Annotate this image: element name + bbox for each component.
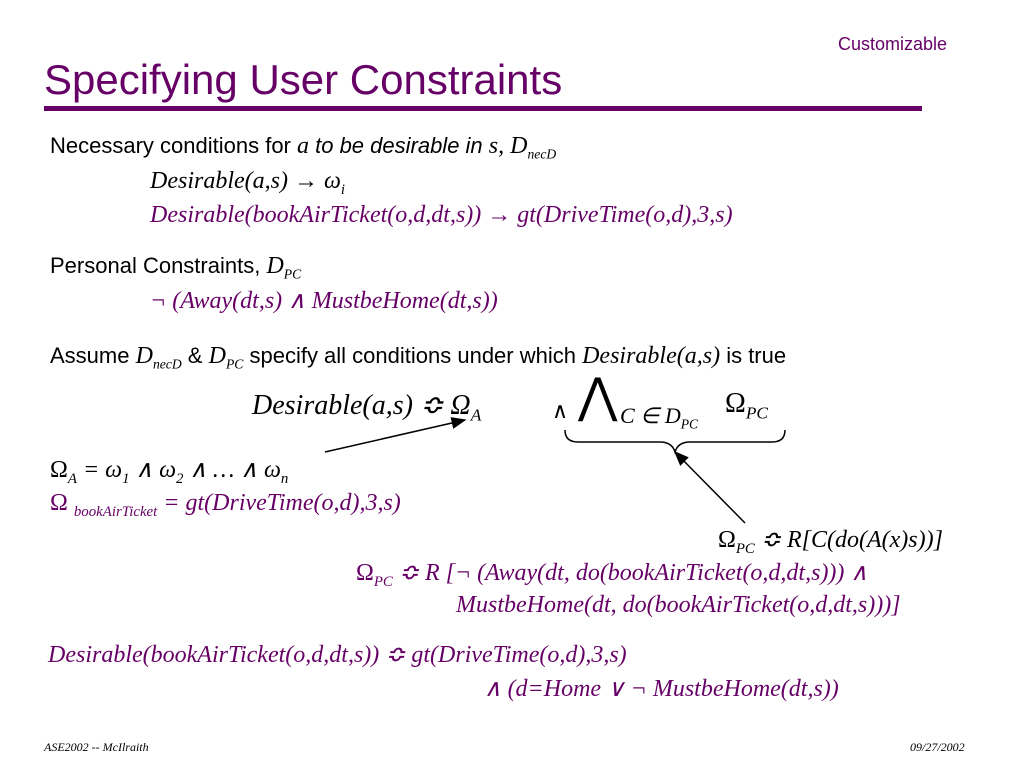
conjunction-brace (564, 429, 786, 455)
omega-book-air-ticket: Ω bookAirTicket = gt(DriveTime(o,d),3,s) (50, 490, 401, 520)
slide-title: Specifying User Constraints (44, 56, 563, 103)
personal-constraints-heading: Personal Constraints, DPC (50, 253, 302, 282)
desirable-definition-formula: Desirable(a,s) ≎ ΩA (252, 390, 482, 425)
customizable-tag: Customizable (838, 34, 948, 54)
assume-statement: Assume DnecD & DPC specify all condition… (50, 343, 787, 372)
footer-left: ASE2002 -- McIlraith (44, 740, 149, 754)
omega-pc: ΩPC (725, 388, 768, 423)
omega-pc-instance: ΩPC ≎ R [¬ (Away(dt, do(bookAirTicket(o,… (356, 560, 868, 590)
footer-right: 09/27/2002 (910, 740, 965, 754)
title-underline (44, 106, 922, 111)
big-and-symbol: ⋀ (578, 370, 618, 423)
and-symbol: ∧ (552, 398, 569, 423)
arrow-to-omega-a (324, 417, 467, 453)
personal-constraint-rule: ¬ (Away(dt,s) ∧ MustbeHome(dt,s)) (150, 288, 498, 314)
desirable-rule: Desirable(a,s) → ωi (150, 168, 346, 198)
conjunction-range: C ∈ DPC (620, 403, 699, 432)
arrow-to-brace (673, 450, 746, 524)
omega-a-definition: ΩA = ω1 ∧ ω2 ∧ … ∧ ωn (50, 457, 289, 487)
omega-pc-instance-cont: MustbeHome(dt, do(bookAirTicket(o,d,dt,s… (456, 592, 901, 618)
final-desirable-rule: Desirable(bookAirTicket(o,d,dt,s)) ≎ gt(… (48, 642, 627, 668)
final-desirable-rule-cont: ∧ (d=Home ∨ ¬ MustbeHome(dt,s)) (484, 676, 839, 702)
necessary-conditions-heading: Necessary conditions for a to be desirab… (50, 133, 557, 162)
book-air-ticket-rule: Desirable(bookAirTicket(o,d,dt,s)) → gt(… (150, 202, 733, 228)
omega-pc-general: ΩPC ≎ R[C(do(A(x)s))] (718, 527, 943, 557)
